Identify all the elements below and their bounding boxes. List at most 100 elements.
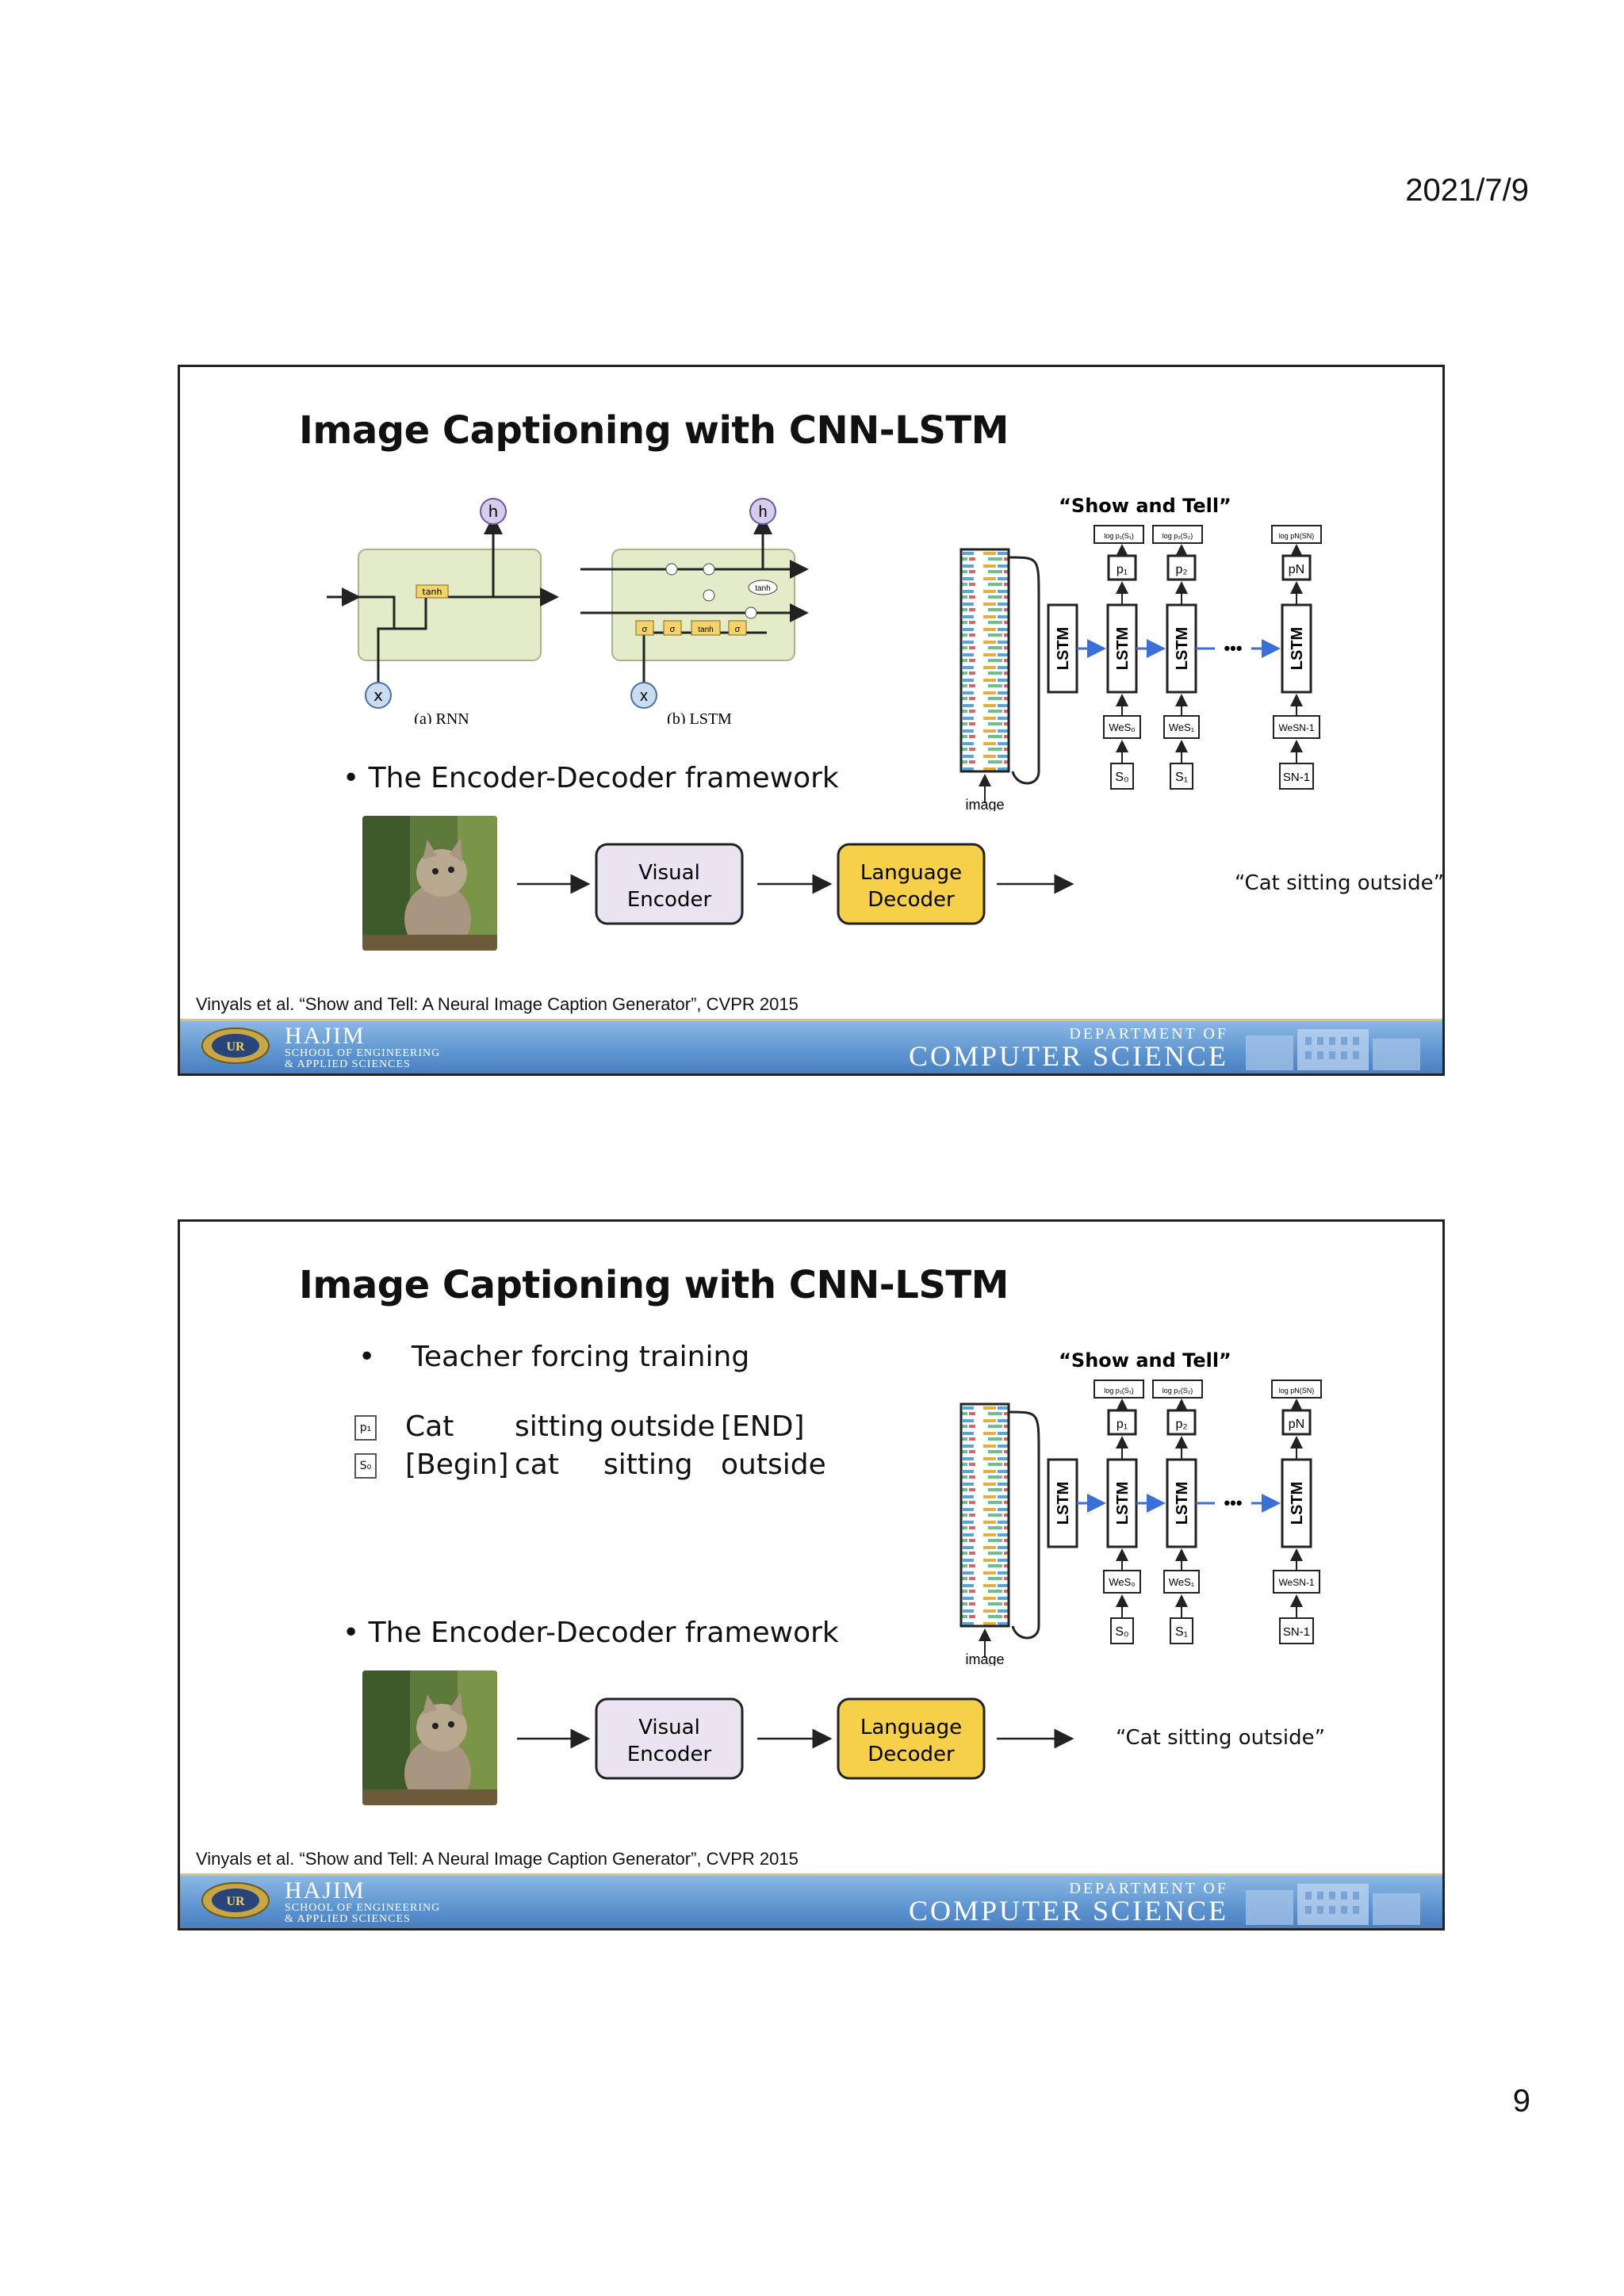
p-label: p₁ xyxy=(1116,1418,1128,1431)
embedding-label: WeS₁ xyxy=(1169,1576,1195,1588)
lstm-box xyxy=(1281,1458,1312,1548)
x-node-rnn xyxy=(365,682,392,709)
log-prob-label: log p₂(S₂) xyxy=(1162,532,1193,540)
token: [END] xyxy=(721,1410,805,1443)
cat-photo xyxy=(362,1670,497,1805)
embedding-label: WeSN-1 xyxy=(1278,1577,1314,1588)
lstm-label: LSTM xyxy=(1289,1482,1306,1525)
svg-text:UR: UR xyxy=(226,1040,245,1054)
x-label: x xyxy=(373,686,383,705)
token: outside xyxy=(721,1448,826,1481)
embedding-label: WeS₀ xyxy=(1109,1576,1135,1588)
log-prob-label: log pN(SN) xyxy=(1279,532,1315,540)
token: sitting xyxy=(515,1410,604,1443)
university-crest-icon: UR xyxy=(201,1882,270,1919)
lstm-caption: (b) LSTM xyxy=(667,710,732,724)
s-label: SN-1 xyxy=(1283,1625,1310,1639)
university-crest-icon: UR xyxy=(201,1027,270,1064)
lstm-cell xyxy=(611,549,795,661)
lstm-box xyxy=(1166,1458,1197,1548)
language-decoder-box xyxy=(837,843,986,925)
lstm-label: LSTM xyxy=(1114,1482,1132,1525)
ellipsis: ••• xyxy=(1224,638,1242,658)
bullet-encoder-decoder: • The Encoder-Decoder framework xyxy=(343,1617,839,1649)
tanh-label: tanh xyxy=(698,626,713,634)
tanh-label: tanh xyxy=(755,584,770,593)
x-node-lstm xyxy=(630,682,657,709)
show-and-tell-diagram: “Show and Tell” image LSTM LSTM LSTM •••… xyxy=(959,495,1322,811)
ellipsis: ••• xyxy=(1224,1493,1242,1513)
embedding-label: WeSN-1 xyxy=(1278,722,1314,733)
slide-title: Image Captioning with CNN-LSTM xyxy=(299,1263,1009,1307)
s-label: SN-1 xyxy=(1283,771,1310,784)
lstm-box xyxy=(1281,603,1312,694)
sigma-label: σ xyxy=(735,625,741,634)
p-label: p₁ xyxy=(1116,563,1128,576)
page-number: 9 xyxy=(1512,2084,1530,2118)
embedding-label: WeS₀ xyxy=(1109,721,1135,733)
p-label: p₂ xyxy=(1175,563,1187,576)
department-name: DEPARTMENT OF COMPUTER SCIENCE xyxy=(908,1880,1228,1927)
citation: Vinyals et al. “Show and Tell: A Neural … xyxy=(196,994,799,1014)
encoder-decoder-flow: Visual Encoder Language Decoder xyxy=(362,1666,1092,1808)
token: cat xyxy=(515,1448,559,1481)
language-decoder-label: Decoder xyxy=(868,1743,955,1766)
lstm-label: LSTM xyxy=(1174,1482,1191,1525)
language-decoder-label: Language xyxy=(860,1716,962,1739)
s-label: S₁ xyxy=(1175,1625,1188,1639)
h-node-rnn xyxy=(480,498,507,525)
language-decoder-box xyxy=(837,1697,986,1780)
slide-1: Image Captioning with CNN-LSTM tanh h x … xyxy=(178,365,1445,1076)
p-label: pN xyxy=(1289,1418,1304,1431)
flow-boxes: Visual Encoder Language Decoder xyxy=(517,843,1074,925)
page-date: 2021/7/9 xyxy=(1405,173,1529,208)
tanh-box xyxy=(416,584,449,599)
flow-boxes: Visual Encoder Language Decoder xyxy=(517,1697,1074,1780)
lstm-label: LSTM xyxy=(1289,627,1306,670)
lstm-label: LSTM xyxy=(1174,627,1191,670)
log-prob-label: log p₂(S₂) xyxy=(1162,1387,1193,1395)
visual-encoder-label: Encoder xyxy=(627,888,712,912)
output-caption: “Cat sitting outside” xyxy=(1116,1726,1326,1750)
embedding-label: WeS₁ xyxy=(1169,721,1195,733)
token: sitting xyxy=(603,1448,693,1481)
image-label: image xyxy=(965,797,1004,811)
tanh-label: tanh xyxy=(423,587,442,597)
university-banner: UR HAJIM SCHOOL OF ENGINEERING & APPLIED… xyxy=(180,1873,1442,1928)
citation: Vinyals et al. “Show and Tell: A Neural … xyxy=(196,1849,799,1869)
rnn-caption: (a) RNN xyxy=(414,710,469,724)
output-caption: “Cat sitting outside” xyxy=(1235,871,1445,895)
image-label: image xyxy=(965,1651,1004,1666)
h-label: h xyxy=(488,502,499,521)
show-and-tell-diagram: “Show and Tell” image LSTM LSTM LSTM •••… xyxy=(959,1349,1322,1666)
sigma-label: σ xyxy=(670,625,676,634)
rnn-lstm-diagram: tanh h x (a) RNN σ σ tanh σ tanh h x (b)… xyxy=(327,498,809,724)
university-banner: UR HAJIM SCHOOL OF ENGINEERING & APPLIED… xyxy=(180,1019,1442,1073)
school-name: HAJIM SCHOOL OF ENGINEERING & APPLIED SC… xyxy=(285,1023,441,1070)
token: Cat xyxy=(405,1410,454,1443)
school-name: HAJIM SCHOOL OF ENGINEERING & APPLIED SC… xyxy=(285,1877,441,1925)
svg-text:UR: UR xyxy=(226,1895,245,1908)
department-name: DEPARTMENT OF COMPUTER SCIENCE xyxy=(908,1025,1228,1072)
building-graphic xyxy=(1246,1029,1420,1070)
building-graphic xyxy=(1246,1884,1420,1925)
p-label: pN xyxy=(1289,563,1304,576)
h-node-lstm xyxy=(749,498,776,525)
lstm-label: LSTM xyxy=(1055,1482,1072,1525)
language-decoder-label: Decoder xyxy=(868,888,955,912)
log-prob-label: log p₁(S₁) xyxy=(1104,532,1134,540)
language-decoder-label: Language xyxy=(860,861,962,885)
p-token-icon: p₁ xyxy=(354,1415,377,1441)
token: [Begin] xyxy=(405,1448,509,1481)
encoder-decoder-flow: Visual Encoder Language Decoder “Cat sit… xyxy=(362,811,1442,954)
visual-encoder-label: Encoder xyxy=(627,1743,712,1766)
lstm-box xyxy=(1047,603,1078,694)
p-label: p₂ xyxy=(1175,1418,1187,1431)
rnn-cell xyxy=(358,549,542,661)
x-label: x xyxy=(640,687,648,705)
h-label: h xyxy=(758,503,767,521)
lstm-label: LSTM xyxy=(1055,627,1072,670)
bullet-teacher-forcing: • Teacher forcing training xyxy=(358,1341,750,1373)
